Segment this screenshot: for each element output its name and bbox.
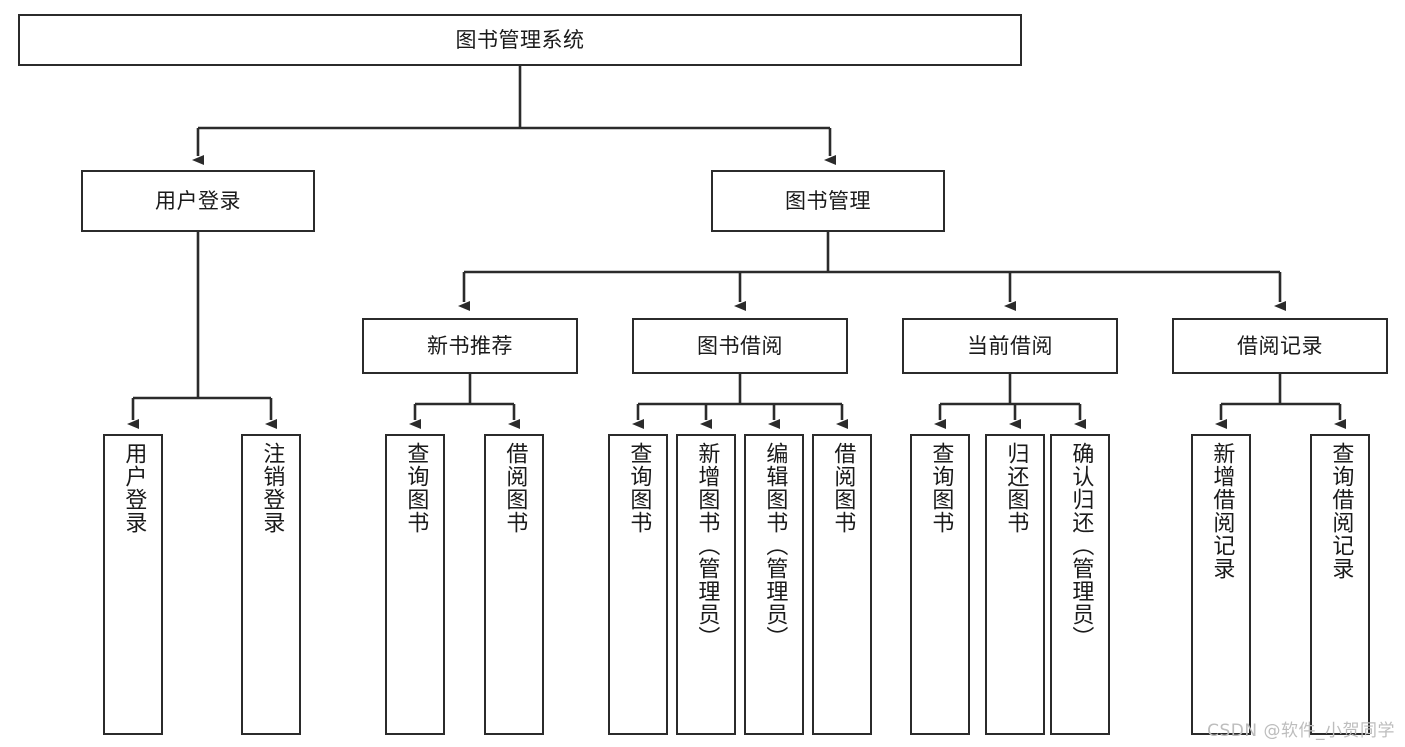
leaf-return-book-label: 归还图书	[1003, 442, 1029, 534]
node-borrow-record-label: 借阅记录	[1237, 333, 1323, 358]
node-user-login-label: 用户登录	[155, 188, 241, 213]
leaf-return-book[interactable]: 归还图书	[985, 434, 1045, 735]
leaf-query-book-new-label: 查询图书	[403, 442, 429, 534]
leaf-query-book-borrow-label: 查询图书	[626, 442, 652, 534]
node-book-manage[interactable]: 图书管理	[711, 170, 945, 232]
leaf-confirm-return-admin-label: 确认归还（管理员）	[1068, 442, 1094, 649]
leaf-logout-login[interactable]: 注销登录	[241, 434, 301, 735]
leaf-borrow-book-label: 借阅图书	[830, 442, 856, 534]
node-new-book-recommend[interactable]: 新书推荐	[362, 318, 578, 374]
leaf-borrow-book-new[interactable]: 借阅图书	[484, 434, 544, 735]
leaf-query-book-borrow[interactable]: 查询图书	[608, 434, 668, 735]
leaf-add-borrow-record[interactable]: 新增借阅记录	[1191, 434, 1251, 735]
leaf-logout-login-label: 注销登录	[259, 442, 285, 534]
node-current-borrow[interactable]: 当前借阅	[902, 318, 1118, 374]
node-current-borrow-label: 当前借阅	[967, 333, 1053, 358]
leaf-user-login[interactable]: 用户登录	[103, 434, 163, 735]
leaf-query-borrow-record[interactable]: 查询借阅记录	[1310, 434, 1370, 735]
leaf-edit-book-admin[interactable]: 编辑图书（管理员）	[744, 434, 804, 735]
leaf-borrow-book-new-label: 借阅图书	[502, 442, 528, 534]
leaf-borrow-book[interactable]: 借阅图书	[812, 434, 872, 735]
leaf-query-book-current-label: 查询图书	[928, 442, 954, 534]
leaf-query-borrow-record-label: 查询借阅记录	[1328, 442, 1354, 580]
node-borrow-record[interactable]: 借阅记录	[1172, 318, 1388, 374]
node-root-label: 图书管理系统	[455, 27, 585, 52]
leaf-add-book-admin-label: 新增图书（管理员）	[694, 442, 720, 649]
leaf-edit-book-admin-label: 编辑图书（管理员）	[762, 442, 788, 649]
leaf-query-book-current[interactable]: 查询图书	[910, 434, 970, 735]
leaf-user-login-label: 用户登录	[121, 442, 147, 534]
node-root[interactable]: 图书管理系统	[18, 14, 1022, 66]
node-user-login[interactable]: 用户登录	[81, 170, 315, 232]
leaf-confirm-return-admin[interactable]: 确认归还（管理员）	[1050, 434, 1110, 735]
csdn-watermark: CSDN @软件_小贺同学	[1207, 721, 1395, 741]
node-book-borrow[interactable]: 图书借阅	[632, 318, 848, 374]
node-book-manage-label: 图书管理	[785, 188, 871, 213]
leaf-add-borrow-record-label: 新增借阅记录	[1209, 442, 1235, 580]
node-new-book-recommend-label: 新书推荐	[427, 333, 513, 358]
leaf-add-book-admin[interactable]: 新增图书（管理员）	[676, 434, 736, 735]
node-book-borrow-label: 图书借阅	[697, 333, 783, 358]
leaf-query-book-new[interactable]: 查询图书	[385, 434, 445, 735]
